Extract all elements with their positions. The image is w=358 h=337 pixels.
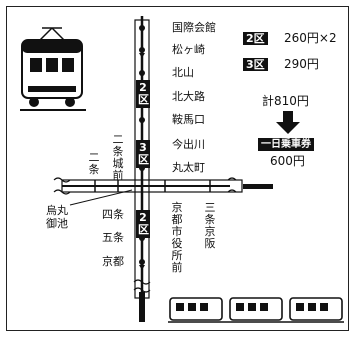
station-label: 鞍馬口	[172, 113, 205, 126]
station-label-city-hall: 京都市役所前	[171, 201, 183, 274]
station-dot	[139, 70, 145, 76]
down-arrow-icon	[276, 111, 300, 134]
station-label: 丸太町	[172, 161, 205, 174]
station-label: 今出川	[172, 138, 205, 151]
station-label-nijojo: 二条城前	[112, 133, 124, 182]
train-cars-icon	[168, 297, 344, 323]
station-label: 五条	[102, 231, 124, 244]
map-frame	[6, 6, 349, 331]
fare-total: 計810円	[262, 94, 309, 108]
fare-zone2-tag: 2区	[243, 32, 268, 45]
station-label: 北山	[172, 66, 194, 79]
station-dot	[139, 47, 145, 53]
tram-icon	[20, 27, 86, 111]
station-label: 京都	[102, 255, 124, 268]
fare-zone3-tag: 3区	[243, 58, 268, 71]
station-label-oike: 御池	[46, 217, 68, 230]
day-pass-price: 600円	[270, 154, 305, 168]
station-label-nijo: 二条	[88, 151, 100, 176]
station-dot	[139, 25, 145, 31]
station-label-karasuma: 烏丸	[46, 204, 68, 217]
day-pass-tag: 一日乗車券	[258, 138, 314, 151]
station-dot	[139, 259, 145, 265]
station-label: 北大路	[172, 90, 205, 103]
station-label-sanjo-keihan: 三条京阪	[204, 201, 216, 250]
zone-label-lower: 2区	[136, 210, 150, 238]
zone-label-upper: 2区	[136, 80, 150, 108]
zone-label-middle: 3区	[136, 140, 150, 168]
station-label: 松ヶ崎	[172, 43, 205, 56]
fare-zone2-price: 260円×2	[284, 31, 337, 45]
station-label: 国際会館	[172, 21, 216, 34]
fare-zone3-price: 290円	[284, 57, 319, 71]
station-dot	[139, 117, 145, 123]
station-label: 四条	[102, 208, 124, 221]
